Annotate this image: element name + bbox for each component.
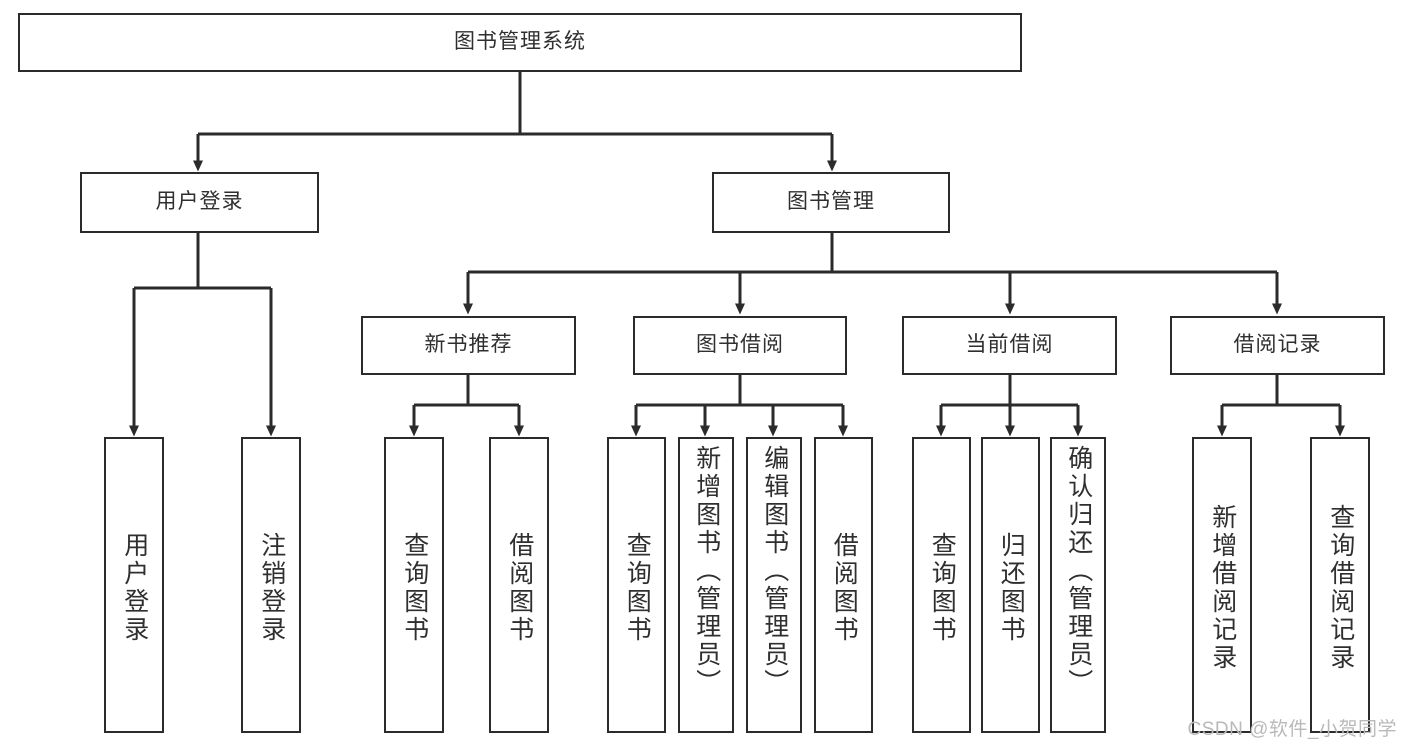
node-label: 借阅图书 <box>830 532 859 644</box>
node-label: 归还图书 <box>997 532 1026 644</box>
csdn-watermark: CSDN @软件_小贺同学 <box>1187 719 1397 740</box>
leaf-record-query-record[interactable]: 查询借阅记录 <box>1310 437 1370 733</box>
leaf-current-confirm-return-admin[interactable]: 确认归还（管理员） <box>1050 437 1106 733</box>
node-borrow-record[interactable]: 借阅记录 <box>1170 316 1385 375</box>
leaf-recommend-query-book[interactable]: 查询图书 <box>384 437 444 733</box>
node-label: 用户登录 <box>155 190 244 214</box>
leaf-record-add-record[interactable]: 新增借阅记录 <box>1192 437 1252 733</box>
node-label: 借阅记录 <box>1233 333 1322 357</box>
node-label: 新书推荐 <box>424 333 513 357</box>
node-label: 注销登录 <box>257 532 286 644</box>
leaf-borrow-query-book[interactable]: 查询图书 <box>607 437 666 733</box>
node-label: 图书管理 <box>787 190 875 214</box>
leaf-recommend-borrow-book[interactable]: 借阅图书 <box>489 437 549 733</box>
node-root-system[interactable]: 图书管理系统 <box>18 13 1022 72</box>
node-label: 用户登录 <box>120 532 149 644</box>
node-label: 查询借阅记录 <box>1326 504 1355 672</box>
node-label: 编辑图书（管理员） <box>760 445 789 697</box>
node-label: 借阅图书 <box>505 532 534 644</box>
node-label: 查询图书 <box>400 532 429 644</box>
node-label: 图书借阅 <box>696 333 784 357</box>
node-label: 查询图书 <box>928 532 957 644</box>
node-book-management[interactable]: 图书管理 <box>712 172 950 233</box>
leaf-borrow-add-book-admin[interactable]: 新增图书（管理员） <box>678 437 734 733</box>
node-label: 当前借阅 <box>965 333 1054 357</box>
leaf-current-return-book[interactable]: 归还图书 <box>981 437 1040 733</box>
node-label: 图书管理系统 <box>454 30 586 54</box>
leaf-user-login-logout[interactable]: 注销登录 <box>241 437 301 733</box>
node-label: 查询图书 <box>623 532 652 644</box>
node-new-book-recommend[interactable]: 新书推荐 <box>361 316 576 375</box>
node-label: 确认归还（管理员） <box>1064 445 1093 697</box>
leaf-borrow-edit-book-admin[interactable]: 编辑图书（管理员） <box>746 437 802 733</box>
node-user-login[interactable]: 用户登录 <box>80 172 319 233</box>
leaf-borrow-borrow-book[interactable]: 借阅图书 <box>814 437 873 733</box>
node-label: 新增借阅记录 <box>1208 504 1237 672</box>
node-book-borrow[interactable]: 图书借阅 <box>633 316 847 375</box>
leaf-current-query-book[interactable]: 查询图书 <box>912 437 971 733</box>
node-current-borrow[interactable]: 当前借阅 <box>902 316 1117 375</box>
node-label: 新增图书（管理员） <box>692 445 721 697</box>
leaf-user-login-login[interactable]: 用户登录 <box>104 437 164 733</box>
